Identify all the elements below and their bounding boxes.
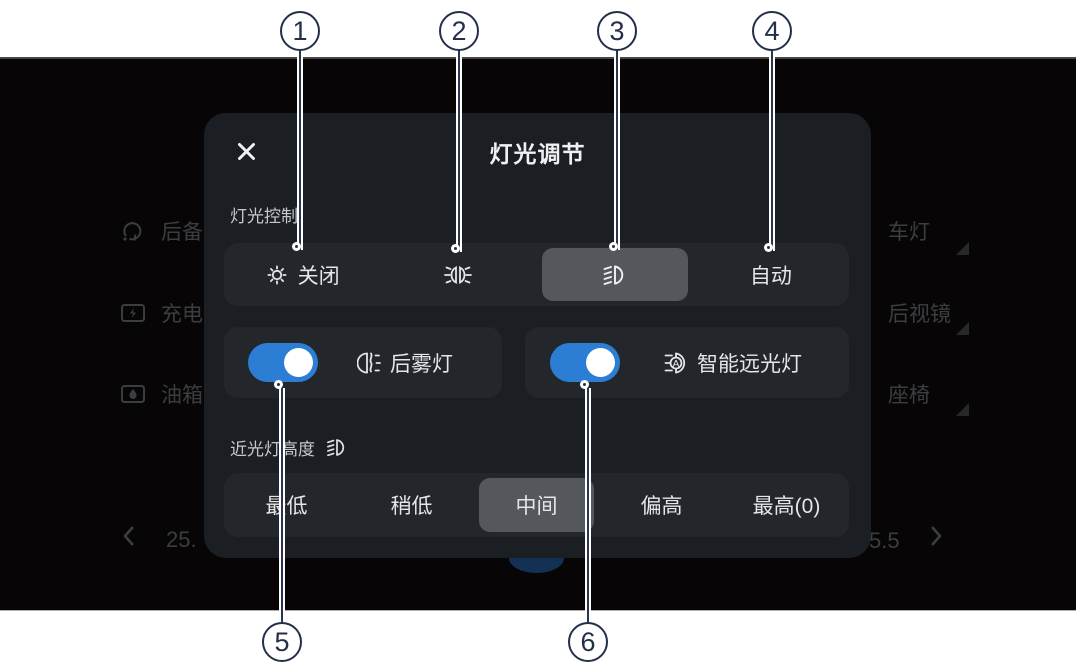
section-label-beam-height: 近光灯高度 <box>230 435 350 460</box>
rear-fog-light-toggle[interactable] <box>248 343 318 382</box>
bg-item-label: 油箱 <box>161 384 203 407</box>
callout-dot-1 <box>292 242 301 251</box>
charge-port-icon <box>120 303 146 323</box>
smart-high-beam-toggle[interactable] <box>550 343 620 382</box>
position-light-icon <box>441 264 475 286</box>
beam-height-option-lower[interactable]: 稍低 <box>349 473 474 537</box>
smart-high-beam-card: A 智能远光灯 <box>525 327 849 398</box>
callout-badge-5: 5 <box>262 622 302 662</box>
toggle-label: 后雾灯 <box>390 352 453 376</box>
callout-dot-3 <box>609 242 618 251</box>
callout-line-5 <box>279 388 285 624</box>
light-control-option-off[interactable]: 关闭 <box>224 243 380 306</box>
expand-corner-icon <box>956 403 969 416</box>
car-infotainment-screen: 后备 充电 油箱 车灯 后视镜 座椅 25 <box>0 57 1076 611</box>
bg-item-label: 车灯 <box>888 221 930 244</box>
close-icon <box>237 142 256 164</box>
bg-item-seats: 座椅 <box>888 379 930 409</box>
rear-fog-light-card: 后雾灯 <box>224 327 502 398</box>
toggle-knob <box>284 348 313 377</box>
toggle-label: 智能远光灯 <box>697 352 802 376</box>
svg-text:A: A <box>672 357 679 369</box>
close-button[interactable] <box>228 135 264 171</box>
bg-item-label: 充电 <box>161 303 203 326</box>
segment-label: 最低 <box>265 495 308 518</box>
bg-item-lights: 车灯 <box>888 216 930 246</box>
callout-badge-3: 3 <box>597 11 637 51</box>
beam-height-option-higher[interactable]: 偏高 <box>599 473 724 537</box>
light-control-option-auto[interactable]: 自动 <box>693 243 849 306</box>
callout-badge-6: 6 <box>568 622 608 662</box>
segment-label: 偏高 <box>640 495 683 518</box>
segment-label: 最高(0) <box>752 495 821 518</box>
toggle-knob <box>586 348 615 377</box>
beam-height-option-highest[interactable]: 最高(0) <box>724 473 849 537</box>
bg-item-label: 后备 <box>161 221 203 244</box>
beam-height-option-middle[interactable]: 中间 <box>474 473 599 537</box>
callout-badge-4: 4 <box>752 11 792 51</box>
bg-item-label: 后视镜 <box>888 303 951 326</box>
callout-dot-2 <box>451 244 460 253</box>
light-control-segmented: 关闭 <box>224 243 849 306</box>
bg-item-label: 座椅 <box>888 384 930 407</box>
bg-item-charge-port: 充电 <box>120 298 203 328</box>
daytime-running-light-icon <box>265 263 289 287</box>
callout-badge-1: 1 <box>280 11 320 51</box>
low-beam-icon <box>324 438 350 457</box>
bottom-sheet-handle <box>509 558 564 573</box>
bg-item-fuel-door: 油箱 <box>120 379 203 409</box>
expand-corner-icon <box>956 322 969 335</box>
page-prev-chevron-icon[interactable] <box>122 525 136 553</box>
rear-fog-light-icon <box>357 351 382 375</box>
callout-badge-2: 2 <box>439 11 479 51</box>
low-beam-icon <box>600 264 630 286</box>
callout-line-3 <box>614 49 620 250</box>
pager-value-right: 5.5 <box>869 528 900 553</box>
callout-line-1 <box>297 49 303 250</box>
callout-dot-6 <box>580 380 589 389</box>
section-label-text: 近光灯高度 <box>230 440 315 459</box>
page-next-chevron-icon[interactable] <box>929 525 943 553</box>
segment-label: 自动 <box>749 264 792 288</box>
bg-item-mirrors: 后视镜 <box>888 298 951 328</box>
expand-corner-icon <box>956 242 969 255</box>
beam-height-segmented: 最低 稍低 中间 偏高 最高(0) <box>224 473 849 537</box>
beam-height-option-lowest[interactable]: 最低 <box>224 473 349 537</box>
dialog-title: 灯光调节 <box>489 141 586 167</box>
callout-line-6 <box>585 388 591 624</box>
callout-dot-5 <box>274 380 283 389</box>
callout-line-2 <box>456 49 462 252</box>
segment-label: 中间 <box>515 495 558 518</box>
light-control-option-low-beam[interactable] <box>537 243 693 306</box>
bg-item-trunk: 后备 <box>120 216 203 246</box>
smart-high-beam-icon: A <box>663 351 689 375</box>
light-control-option-position[interactable] <box>380 243 536 306</box>
light-adjustment-dialog: 灯光调节 灯光控制 关闭 <box>204 113 871 558</box>
segment-label: 稍低 <box>390 495 433 518</box>
fuel-door-icon <box>120 384 146 404</box>
trunk-icon <box>120 220 146 242</box>
callout-dot-4 <box>764 243 773 252</box>
callout-line-4 <box>769 49 775 251</box>
segment-label: 关闭 <box>297 264 340 288</box>
pager-value-left: 25. <box>166 527 197 552</box>
section-label-light-control: 灯光控制 <box>230 207 298 226</box>
